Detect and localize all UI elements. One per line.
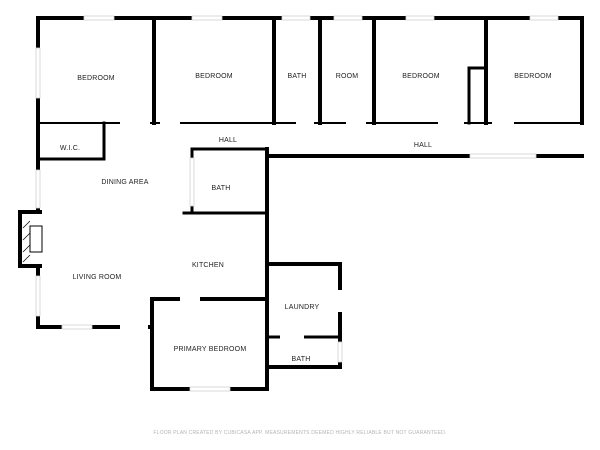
- window: [35, 47, 41, 99]
- footer-disclaimer: FLOOR PLAN CREATED BY CUBICASA APP. MEAS…: [153, 430, 447, 436]
- label-bath-bottom: BATH: [292, 356, 311, 363]
- label-laundry: LAUNDRY: [285, 304, 320, 311]
- window: [189, 157, 195, 207]
- doorway: [160, 121, 180, 125]
- doorway: [296, 121, 314, 125]
- label-wic: W.I.C.: [60, 145, 80, 152]
- window: [469, 153, 537, 159]
- label-hall-2: HALL: [414, 142, 432, 149]
- label-bedroom-4: BEDROOM: [514, 73, 552, 80]
- label-bedroom-1: BEDROOM: [77, 75, 115, 82]
- walls: [36, 16, 584, 391]
- window: [281, 15, 311, 21]
- label-primary-bedroom: PRIMARY BEDROOM: [174, 346, 247, 353]
- label-kitchen: KITCHEN: [192, 262, 224, 269]
- label-bedroom-3: BEDROOM: [402, 73, 440, 80]
- window: [405, 15, 435, 21]
- window: [83, 15, 115, 21]
- room-labels: BEDROOM BEDROOM BATH ROOM BEDROOM BEDROO…: [60, 73, 552, 363]
- doorway: [280, 335, 304, 339]
- doorway: [338, 290, 342, 312]
- doorway: [180, 297, 200, 301]
- doorways: [120, 121, 514, 339]
- label-dining-area: DINING AREA: [101, 179, 148, 186]
- window: [189, 386, 231, 392]
- label-hall-1: HALL: [219, 137, 237, 144]
- doorway: [120, 121, 150, 125]
- window: [61, 324, 93, 330]
- window: [35, 169, 41, 209]
- label-bath-mid: BATH: [212, 185, 231, 192]
- label-room: ROOM: [336, 73, 359, 80]
- window: [35, 275, 41, 317]
- windows: [35, 15, 559, 392]
- doorway: [492, 121, 514, 125]
- fireplace-icon: [18, 210, 43, 268]
- doorway: [438, 121, 464, 125]
- doorway: [346, 121, 366, 125]
- window: [191, 15, 223, 21]
- window: [337, 341, 343, 363]
- label-bath-top: BATH: [288, 73, 307, 80]
- window: [333, 15, 363, 21]
- label-bedroom-2: BEDROOM: [195, 73, 233, 80]
- doorway: [120, 325, 148, 329]
- window: [529, 15, 559, 21]
- label-living-room: LIVING ROOM: [73, 274, 122, 281]
